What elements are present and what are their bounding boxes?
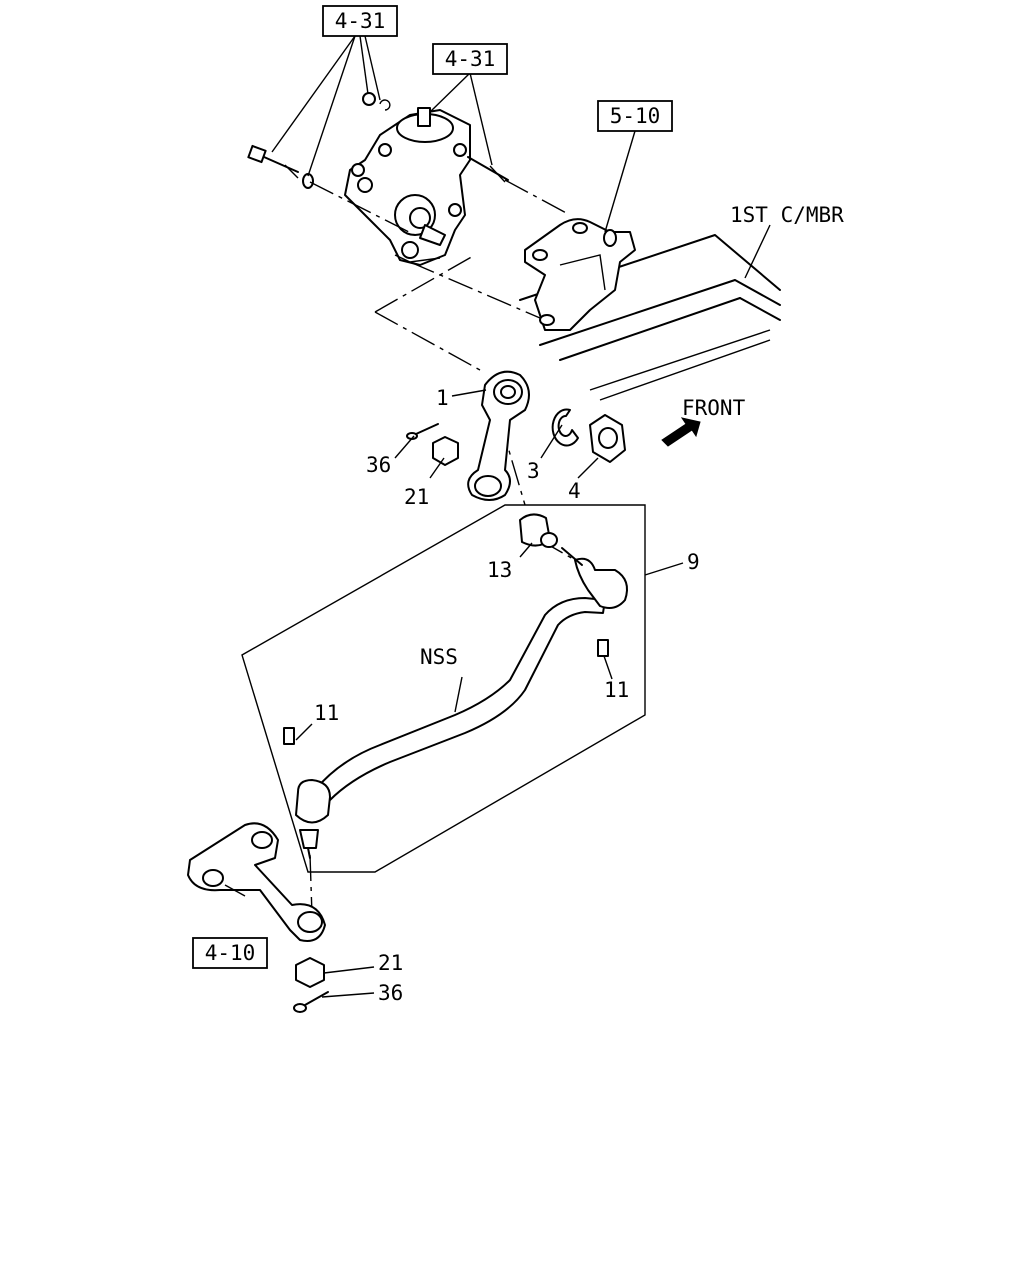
- part-label-21-bottom: 21: [378, 951, 403, 975]
- ref-box-4-31-a: 4-31: [322, 5, 398, 37]
- ref-box-4-10: 4-10: [192, 937, 268, 969]
- drag-link-group-outline: [241, 504, 646, 873]
- ref-label-4-31-b: 4-31: [445, 47, 496, 71]
- gear-fasteners: [247, 92, 509, 189]
- pitman-arm: [467, 370, 530, 501]
- part-label-3: 3: [527, 459, 540, 483]
- nss-label: NSS: [420, 645, 458, 669]
- front-label: FRONT: [682, 396, 746, 420]
- ref-label-5-10: 5-10: [610, 104, 661, 128]
- gear-bracket: [524, 218, 636, 331]
- frame-label: 1ST C/MBR: [730, 203, 844, 227]
- pitman-nut: [589, 414, 626, 463]
- dust-boot: [519, 513, 558, 548]
- cotter-pin-top: [406, 423, 439, 440]
- drag-link: [283, 547, 628, 859]
- castle-nut-top: [432, 436, 459, 466]
- ref-label-4-31-a: 4-31: [335, 9, 386, 33]
- ref-box-5-10: 5-10: [597, 100, 673, 132]
- ref-box-4-31-b: 4-31: [432, 43, 508, 75]
- part-label-36-bottom: 36: [378, 981, 403, 1005]
- part-label-13: 13: [487, 558, 512, 582]
- part-label-11-left: 11: [314, 701, 339, 725]
- part-label-11-right: 11: [604, 678, 629, 702]
- steering-gear-box: [344, 107, 471, 266]
- part-label-4: 4: [568, 479, 581, 503]
- part-label-1: 1: [436, 386, 449, 410]
- frame-crossmember: [519, 234, 781, 401]
- part-label-36-top: 36: [366, 453, 391, 477]
- retaining-clip: [551, 408, 579, 447]
- part-label-21-top: 21: [404, 485, 429, 509]
- part-label-9: 9: [687, 550, 700, 574]
- assembly-centerlines: [309, 179, 576, 916]
- ref-label-4-10: 4-10: [205, 941, 256, 965]
- castle-nut-bottom: [295, 957, 325, 988]
- idler-arm: [187, 822, 326, 942]
- cotter-pin-bottom: [293, 991, 329, 1013]
- leader-lines: [224, 35, 771, 998]
- front-arrow-icon: [661, 417, 701, 447]
